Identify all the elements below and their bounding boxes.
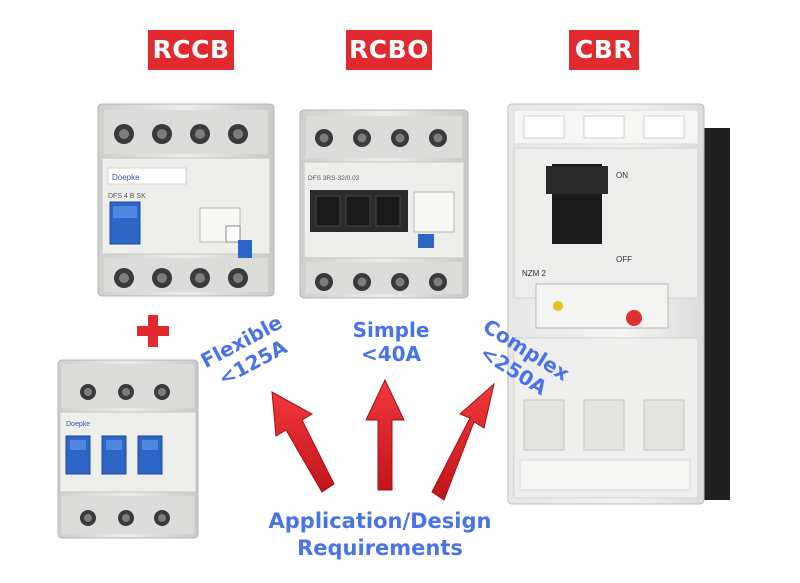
mcb-brand-text: Doepke [66,421,90,428]
requirements-line-2: Requirements [297,536,463,560]
plus-icon [137,315,169,347]
rcbo-device: DFS 3RS-32/0.03 [299,109,469,299]
simple-name: Simple [352,318,430,342]
simple-rating: <40A [360,342,422,366]
arrow-flexible [271,391,335,493]
rcbo-label: RCBO [346,30,432,70]
mcb-device: Doepke [57,359,199,539]
arrow-complex [431,382,495,501]
cbr-device: ON OFF NZM 2 [507,103,730,505]
requirements-line-1: Application/Design [268,509,492,533]
rccb-label: RCCB [148,30,234,70]
rccb-device: Doepke DFS 4 B SK [97,103,275,297]
rcbo-model-text: DFS 3RS-32/0.03 [308,175,360,182]
cbr-model-text: NZM 2 [522,269,547,278]
rccb-brand-text: Doepke [112,173,140,182]
cbr-on-text: ON [616,171,628,180]
cbr-label: CBR [569,30,639,70]
requirements-caption: Application/Design Requirements [230,508,530,562]
arrow-simple [365,378,405,491]
cbr-off-text: OFF [616,255,632,264]
rccb-model-text: DFS 4 B SK [108,193,146,200]
simple-annotation: Simple <40A [336,318,446,366]
